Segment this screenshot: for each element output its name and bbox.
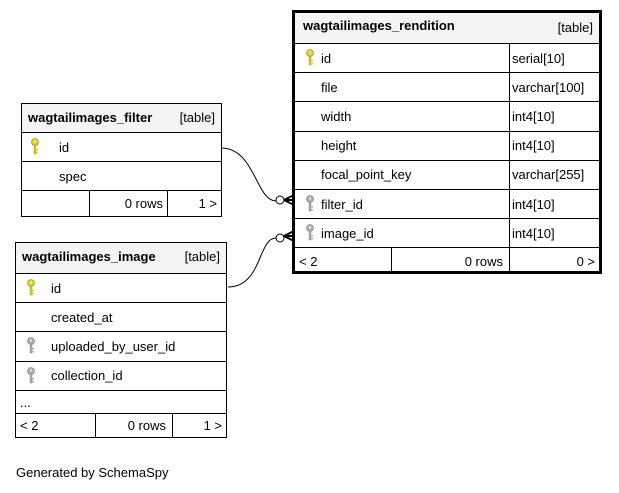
column-name: created_at <box>51 309 113 325</box>
ellipsis-row: ... <box>16 390 226 413</box>
table-title: wagtailimages_image <box>22 249 156 264</box>
table-title: wagtailimages_filter <box>28 110 153 125</box>
column-type: int4[10] <box>512 196 555 212</box>
column-name: id <box>51 280 62 296</box>
generated-by-text: Generated by SchemaSpy <box>16 465 169 480</box>
parents-count[interactable]: < 2 <box>20 418 39 433</box>
foreign-key-icon <box>24 332 38 360</box>
column-name: uploaded_by_user_id <box>51 338 176 354</box>
column-name: height <box>321 138 357 154</box>
column-name: width <box>321 108 352 124</box>
table-tag: [table] <box>179 110 215 125</box>
foreign-key-icon <box>303 190 317 218</box>
column-name: file <box>321 79 338 95</box>
column-row-image-id[interactable]: image_id int4[10] <box>295 218 599 248</box>
column-row-id[interactable]: id <box>16 273 226 302</box>
filter-edge-optional-circle <box>275 195 285 205</box>
column-name: focal_point_key <box>321 167 412 183</box>
column-name: image_id <box>321 225 374 241</box>
column-row-collection-id[interactable]: collection_id <box>16 360 226 390</box>
column-name: filter_id <box>321 196 363 212</box>
primary-key-icon <box>28 133 42 161</box>
column-type: int4[10] <box>512 108 555 124</box>
column-type: serial[10] <box>512 50 565 66</box>
table-header: wagtailimages_image [table] <box>16 243 226 273</box>
primary-key-icon <box>303 44 317 72</box>
table-tag: [table] <box>557 20 593 35</box>
table-wagtailimages-rendition[interactable]: wagtailimages_rendition [table] id serial… <box>292 10 602 274</box>
children-count[interactable]: 0 > <box>576 253 595 269</box>
column-row-height[interactable]: height int4[10] <box>295 130 599 160</box>
row-count: 0 rows <box>124 196 163 211</box>
table-header: wagtailimages_filter [table] <box>22 104 221 132</box>
table-header: wagtailimages_rendition [table] <box>295 13 599 43</box>
column-row-created-at[interactable]: created_at <box>16 302 226 331</box>
column-name: spec <box>59 168 87 184</box>
table-footer: < 2 0 rows 0 > <box>295 247 599 274</box>
row-count: 0 rows <box>127 418 166 433</box>
ellipsis: ... <box>20 394 31 410</box>
foreign-key-icon <box>24 362 38 390</box>
column-name: id <box>321 50 332 66</box>
table-tag: [table] <box>184 249 220 264</box>
primary-key-icon <box>24 274 38 302</box>
column-type: int4[10] <box>512 225 555 241</box>
column-row-focal-point-key[interactable]: focal_point_key varchar[255] <box>295 159 599 189</box>
foreign-key-icon <box>303 219 317 247</box>
parents-count[interactable]: < 2 <box>299 253 318 269</box>
column-type: int4[10] <box>512 138 555 154</box>
table-title: wagtailimages_rendition <box>303 18 455 33</box>
column-name: collection_id <box>51 368 123 384</box>
column-type: varchar[100] <box>512 79 585 95</box>
table-wagtailimages-filter[interactable]: wagtailimages_filter [table] id spec 0 ro… <box>21 103 222 217</box>
column-row-id[interactable]: id serial[10] <box>295 43 599 73</box>
children-count[interactable]: 1 > <box>203 418 222 433</box>
column-type: varchar[255] <box>512 167 585 183</box>
table-wagtailimages-image[interactable]: wagtailimages_image [table] id created_at… <box>15 242 227 438</box>
filter-to-rendition-edge <box>220 147 277 202</box>
image-edge-optional-circle <box>275 233 285 243</box>
children-count[interactable]: 1 > <box>198 196 217 211</box>
column-row-file[interactable]: file varchar[100] <box>295 72 599 102</box>
image-to-rendition-edge <box>227 237 277 288</box>
table-footer: 0 rows 1 > <box>22 190 221 216</box>
column-row-filter-id[interactable]: filter_id int4[10] <box>295 189 599 219</box>
column-row-id[interactable]: id <box>22 132 221 161</box>
column-name: id <box>59 139 70 155</box>
column-row-uploaded-by-user-id[interactable]: uploaded_by_user_id <box>16 331 226 360</box>
table-footer: < 2 0 rows 1 > <box>16 413 226 437</box>
column-row-width[interactable]: width int4[10] <box>295 101 599 131</box>
column-row-spec[interactable]: spec <box>22 161 221 190</box>
row-count: 0 rows <box>464 253 503 269</box>
